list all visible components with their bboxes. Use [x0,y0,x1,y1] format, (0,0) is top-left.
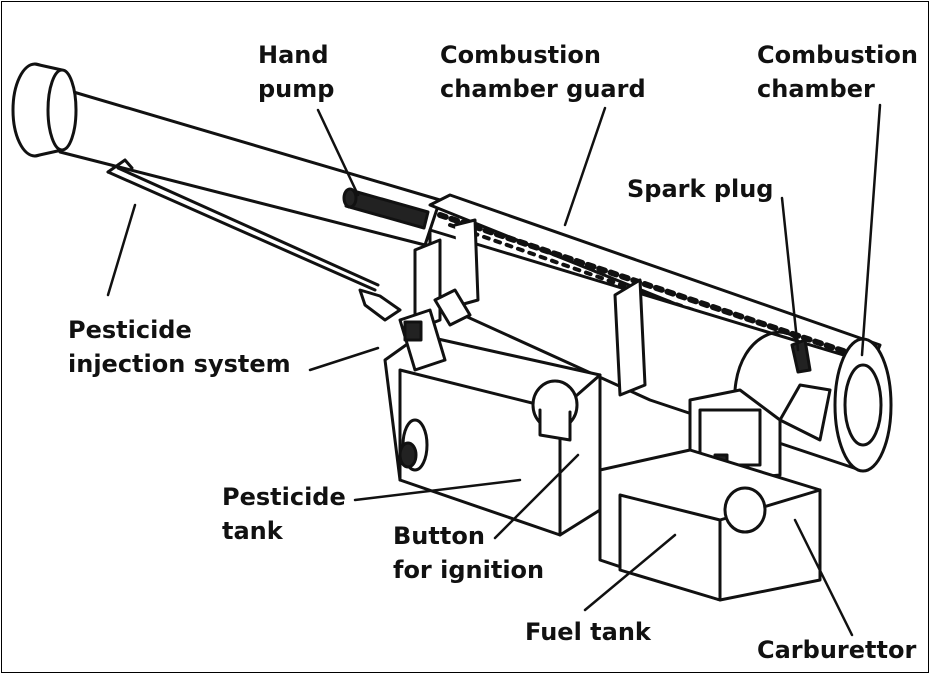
fuel-tank-body [598,448,822,602]
label-spark-plug: Spark plug [627,175,774,203]
leader-injection-2 [308,346,380,372]
injection-pipe [106,158,402,322]
leader-carburettor [793,518,854,637]
leader-spark-plug [780,196,800,352]
label-carburettor: Carburettor [757,636,917,664]
leader-fuel-tank [583,533,677,612]
pesticide-tank-cap [531,379,579,442]
leader-ignition [493,453,580,540]
leader-hand-pump [316,108,360,197]
leader-chamber [860,103,882,357]
leader-guard [563,106,607,227]
leader-pesticide-tank [353,478,522,502]
valve-block [398,288,472,372]
leader-lines [106,103,882,637]
label-fuel-tank: Fuel tank [525,618,651,646]
support-plates [413,218,647,397]
leader-injection [106,203,137,297]
hand-pump [342,187,430,230]
